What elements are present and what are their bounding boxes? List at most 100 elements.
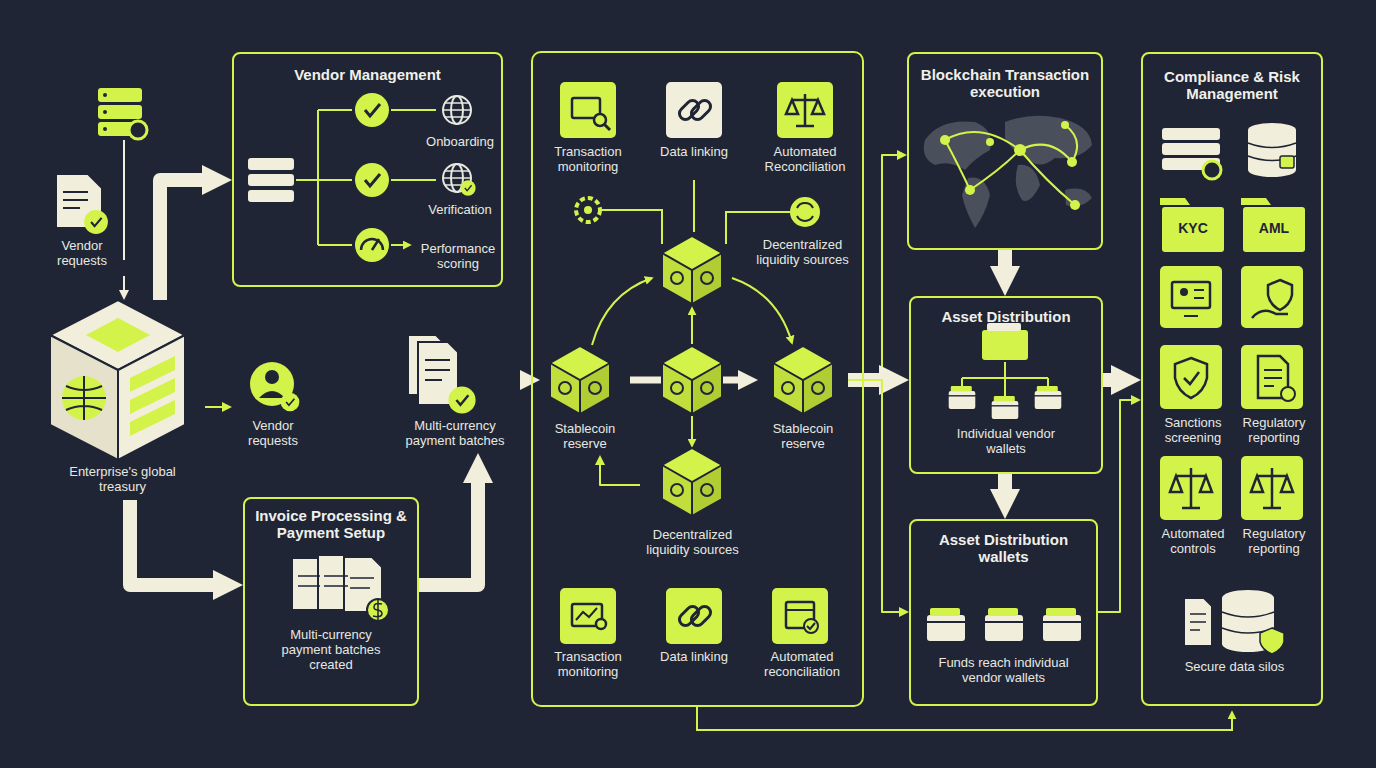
connector-arrow	[130, 500, 228, 585]
wallets	[981, 329, 1029, 361]
wallets	[984, 608, 1024, 642]
feed-line	[124, 140, 125, 260]
tool-icons	[666, 588, 722, 644]
world-map	[965, 185, 975, 195]
node-label: Funds reach individual vendor wallets	[919, 655, 1089, 685]
middle-panel	[532, 52, 863, 706]
flow-cycle	[584, 206, 592, 214]
connector-arrow	[848, 380, 904, 612]
compliance-icons	[1175, 358, 1207, 398]
node-label: Vendor requests	[237, 418, 309, 448]
flow-cycle	[790, 197, 820, 227]
flow-cycle	[693, 180, 695, 232]
world-map	[1061, 121, 1069, 129]
reserve-node: Stablecoin reserve	[758, 345, 848, 455]
document-icon	[84, 210, 108, 234]
node-label: Verification	[422, 202, 498, 217]
node-label: Decentralized liquidity sources	[748, 237, 858, 267]
world-map	[1005, 116, 1092, 165]
compliance-icons	[1162, 128, 1220, 140]
tool-icons	[772, 588, 828, 644]
node-label: Performance scoring	[414, 241, 502, 271]
world-map	[945, 125, 1077, 205]
liquidity-node: Decentralized liquidity sources	[745, 195, 860, 275]
vendor-hub	[248, 190, 294, 202]
flow-cycle	[691, 308, 693, 344]
tool-icons	[666, 82, 722, 138]
compliance-icons	[1281, 387, 1295, 401]
panel-title: Invoice Processing & Payment Setup	[247, 507, 415, 541]
compliance-icons	[1180, 288, 1188, 296]
node-label: Onboarding	[422, 134, 498, 149]
connector-arrow	[205, 406, 227, 408]
compliance-icons	[1264, 370, 1282, 386]
person-icon	[265, 370, 279, 384]
panel-title: Asset Distribution wallets	[924, 531, 1084, 565]
connector-arrow	[1103, 373, 1126, 387]
tool-icons	[689, 604, 713, 628]
middle-panel	[697, 706, 1232, 730]
compliance-icons	[1241, 345, 1303, 409]
document-node: Multi-currency payment batches	[385, 328, 525, 453]
treasury-cube	[50, 300, 185, 460]
folder-label: KYC	[1162, 207, 1224, 252]
process-panel: Vendor ManagementOnboardingVerificationP…	[232, 52, 503, 287]
reserve-node: Stablecoin reserve	[540, 345, 630, 455]
compliance-icons	[1203, 161, 1221, 179]
tool-icons	[786, 609, 814, 611]
node-label: Sanctions screening	[1154, 415, 1232, 445]
connector-arrow	[1098, 400, 1136, 612]
world-map	[1016, 165, 1040, 201]
compliance-icons	[1184, 290, 1204, 316]
node-label: Multi-currency payment batches	[389, 418, 521, 448]
node-label: Vendor requests	[46, 238, 118, 268]
document-icon	[63, 192, 88, 208]
person-node: Vendor requests	[232, 362, 314, 452]
flow-cycle	[592, 278, 652, 345]
panel-title: Blockchain Transaction execution	[917, 66, 1093, 100]
tool-node: Transaction monitoring	[543, 82, 633, 180]
connector-arrow	[525, 377, 530, 384]
flow-cycle	[662, 346, 722, 414]
node-label: Transaction monitoring	[545, 144, 631, 174]
treasury-cube	[118, 335, 185, 460]
compliance-icons	[1268, 280, 1292, 310]
process-panel: Compliance & Risk ManagementKYCAMLSancti…	[1141, 52, 1323, 706]
compliance-icons	[1184, 598, 1212, 646]
compliance-icons	[1260, 628, 1284, 654]
tool-icons	[804, 619, 818, 633]
compliance-icons	[1160, 456, 1222, 520]
control-node: Automated controls	[1152, 456, 1234, 564]
compliance-icons	[1252, 311, 1288, 318]
batch-documents	[408, 335, 476, 414]
world-map	[1067, 157, 1077, 167]
treasury-cube	[86, 318, 150, 352]
flow-cycle	[600, 210, 662, 244]
batch-documents	[425, 360, 450, 380]
compliance-icons	[1162, 143, 1220, 155]
node-label: Enterprise's global treasury	[58, 464, 188, 494]
node-label: KYC	[1164, 221, 1222, 236]
world-map	[1014, 144, 1026, 156]
compliance-icons	[1160, 266, 1222, 328]
node-label: Secure data silos	[1185, 659, 1285, 674]
node-label: Data linking	[656, 144, 732, 159]
tool-icons	[786, 94, 824, 126]
step-node: Performance scoring	[412, 238, 504, 282]
vendor-hub	[355, 93, 389, 127]
vendor-hub	[355, 228, 389, 262]
node-label: Transaction monitoring	[545, 649, 631, 679]
node-label: Multi-currency payment batches created	[271, 627, 391, 672]
node-label: Automated reconciliation	[754, 649, 850, 679]
storage-node: Secure data silos	[1167, 587, 1302, 692]
flow-cycle	[732, 278, 792, 343]
panel-title: Compliance & Risk Management	[1152, 68, 1312, 102]
flow-cycle	[550, 346, 610, 414]
vendor-hub	[296, 110, 352, 245]
compliance-icons	[1170, 468, 1212, 508]
person-icon	[259, 391, 285, 398]
compliance-icons	[1190, 614, 1206, 630]
middle-panel	[532, 52, 1232, 730]
tool-node: Data linking	[654, 82, 734, 180]
node-label: Automated Reconciliation	[754, 144, 856, 174]
